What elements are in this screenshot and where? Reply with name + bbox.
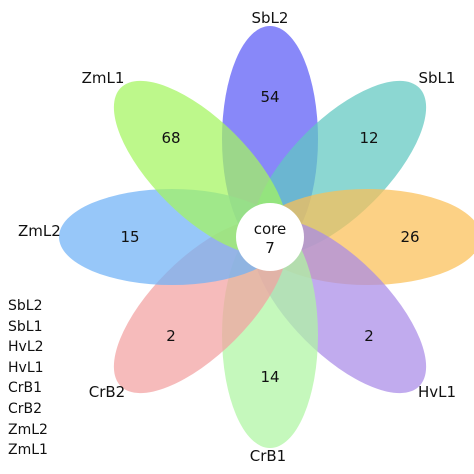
legend-item: SbL1 <box>8 318 43 335</box>
petal-label-sbl1: SbL1 <box>419 69 456 87</box>
petal-label-zml1: ZmL1 <box>82 69 125 87</box>
core-count: 7 <box>265 239 275 257</box>
legend-item: ZmL2 <box>8 421 48 438</box>
core-layer: core 7 <box>236 203 304 271</box>
petal-count-hvl1: 2 <box>364 327 374 345</box>
petal-count-crb1: 14 <box>260 368 279 386</box>
core-label: core <box>254 220 287 238</box>
legend-item: ZmL1 <box>8 442 48 459</box>
petal-count-sbl2: 54 <box>260 88 279 106</box>
legend-item: CrB1 <box>8 380 43 397</box>
petal-count-sbl1: 12 <box>359 129 378 147</box>
petal-zml1 <box>113 80 288 255</box>
petal-label-crb1: CrB1 <box>250 447 286 465</box>
petal-label-hvl1: HvL1 <box>418 383 456 401</box>
core-circle <box>236 203 304 271</box>
petal-label-sbl2: SbL2 <box>252 9 289 27</box>
petal-label-zml2: ZmL2 <box>18 222 61 240</box>
petals-layer <box>59 26 474 448</box>
petal-count-crb3: 26 <box>400 228 419 246</box>
petal-count-zml2: 15 <box>120 228 139 246</box>
legend-item: SbL2 <box>8 298 43 314</box>
legend-item: CrB2 <box>8 400 43 417</box>
legend-item: HvL1 <box>8 359 44 376</box>
legend-item: HvL2 <box>8 339 44 356</box>
petal-count-crb2: 2 <box>166 327 176 345</box>
petal-count-zml1: 68 <box>161 129 180 147</box>
petal-label-crb2: CrB2 <box>89 383 125 401</box>
